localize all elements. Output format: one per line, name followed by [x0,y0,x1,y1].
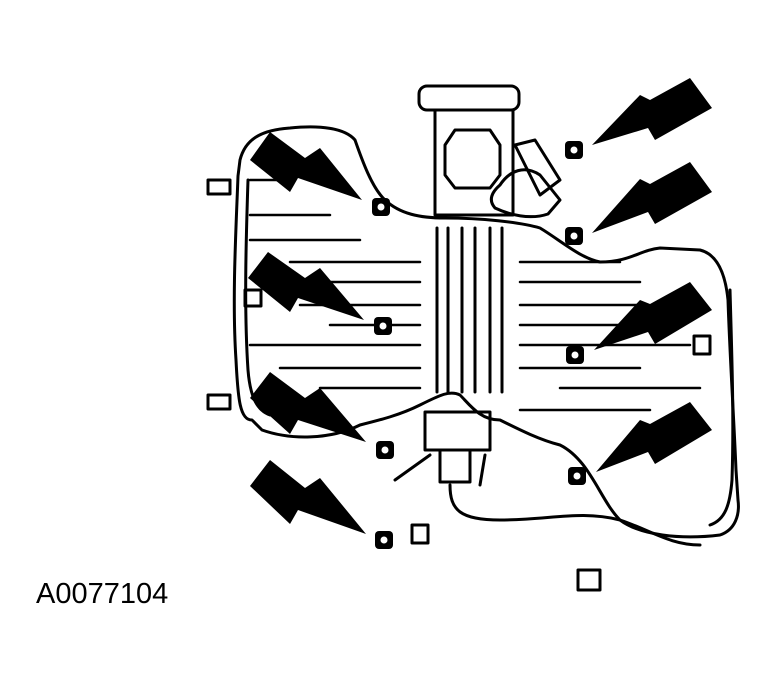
arrow-icon [250,372,366,442]
lower-center-housing [423,410,492,452]
bolt-group [372,141,586,549]
throttle-body-neck [433,108,515,217]
arrow-icon [594,282,712,350]
throttle-body-octagon [443,128,502,190]
runner-ribs [435,226,504,394]
sensor-connector [489,168,562,219]
figure-id-label: A0077104 [36,578,169,610]
tab-left-lower [206,393,232,411]
lower-tube [448,483,702,547]
tab-bottom-left [410,523,430,545]
callout-arrows [248,78,712,534]
tab-left-upper [206,178,232,196]
arrow-icon [592,78,712,145]
tab-right-mid [692,334,712,356]
tab-bottom [576,568,602,592]
throttle-body-cap [417,84,521,112]
arrow-icon [596,402,712,472]
arrow-icon [250,460,366,534]
arrow-icon [592,162,712,233]
arrow-icon [248,252,364,320]
arrow-icon [250,132,362,200]
tab-left-mid [243,288,263,308]
